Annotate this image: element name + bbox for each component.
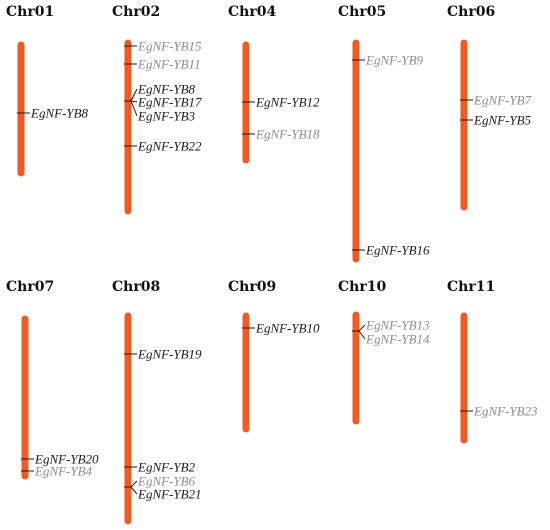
chr02-egnf-yb11-label: EgNF-YB11: [137, 57, 201, 72]
chr02-title: Chr02: [112, 4, 160, 20]
chr08-egnf-yb21-label: EgNF-YB21: [137, 487, 202, 502]
chr02-egnf-yb22-label: EgNF-YB22: [137, 139, 202, 154]
chr10-egnf-yb14-label: EgNF-YB14: [365, 332, 430, 347]
chr09-title: Chr09: [228, 279, 276, 295]
chr02-egnf-yb3-label: EgNF-YB3: [137, 109, 196, 124]
chr05-title: Chr05: [338, 4, 386, 20]
chr04-egnf-yb12-label: EgNF-YB12: [255, 95, 320, 110]
chr01-title: Chr01: [6, 4, 54, 20]
chr11-egnf-yb23-label: EgNF-YB23: [473, 404, 538, 419]
chr06-egnf-yb5-label: EgNF-YB5: [473, 113, 532, 128]
chr10-egnf-yb13-label: EgNF-YB13: [365, 318, 430, 333]
chr02-egnf-yb3-tick: [124, 100, 138, 117]
chr05-egnf-yb16-label: EgNF-YB16: [365, 243, 430, 258]
chr04-egnf-yb18-label: EgNF-YB18: [255, 127, 320, 142]
chr09-egnf-yb10-label: EgNF-YB10: [255, 321, 320, 336]
chr04-title: Chr04: [228, 4, 276, 20]
chr11-title: Chr11: [447, 279, 495, 295]
chr10-title: Chr10: [338, 279, 386, 295]
chr07-egnf-yb4-label: EgNF-YB4: [34, 464, 93, 479]
chr02-group: Chr02EgNF-YB15EgNF-YB11EgNF-YB8EgNF-YB17…: [112, 4, 202, 215]
chr07-title: Chr07: [6, 279, 54, 295]
chr02-egnf-yb17-label: EgNF-YB17: [137, 95, 202, 110]
chr10-egnf-yb14-tick: [352, 330, 366, 340]
chr08-egnf-yb19-label: EgNF-YB19: [137, 347, 202, 362]
chr07-egnf-yb20-label: EgNF-YB20: [34, 452, 99, 467]
chr06-title: Chr06: [447, 4, 495, 20]
chr05-egnf-yb9-label: EgNF-YB9: [365, 53, 424, 68]
chr06-egnf-yb7-label: EgNF-YB7: [473, 93, 532, 108]
chr01-egnf-yb8-label: EgNF-YB8: [30, 106, 89, 121]
chr08-title: Chr08: [112, 279, 160, 295]
chr08-egnf-yb21-tick: [124, 486, 138, 495]
chr08-egnf-yb6-label: EgNF-YB6: [137, 474, 196, 489]
chr02-egnf-yb8-label: EgNF-YB8: [137, 82, 196, 97]
chr02-egnf-yb15-label: EgNF-YB15: [137, 39, 202, 54]
chr08-egnf-yb2-label: EgNF-YB2: [137, 460, 196, 475]
